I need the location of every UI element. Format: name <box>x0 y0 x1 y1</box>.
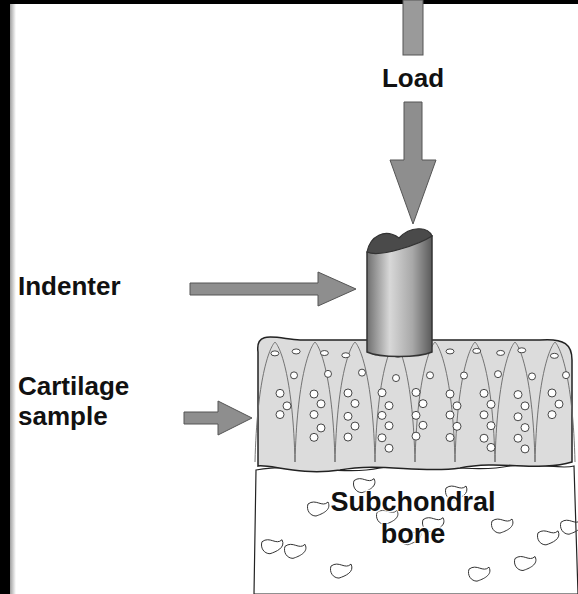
cell <box>310 390 318 398</box>
cell <box>480 389 488 397</box>
cell <box>317 424 325 432</box>
cell <box>393 375 400 382</box>
cell <box>548 389 556 397</box>
cell <box>276 389 284 397</box>
cell <box>446 390 454 398</box>
cartilage-arrow <box>184 401 252 435</box>
collagen-fibre <box>495 342 535 462</box>
cell <box>378 411 386 419</box>
cell <box>310 411 318 419</box>
part-label: Load <box>353 64 473 94</box>
cell <box>550 353 558 358</box>
cell <box>385 402 393 410</box>
cell <box>344 389 352 397</box>
collagen-fibre <box>455 342 495 462</box>
cell <box>514 391 522 399</box>
trabecula <box>468 567 489 581</box>
cell <box>351 399 359 407</box>
cell <box>271 351 279 356</box>
trabecula <box>330 564 351 578</box>
part-label: Indenter <box>18 272 188 302</box>
cell <box>283 402 291 410</box>
trabecula <box>491 519 512 533</box>
cell <box>310 433 318 441</box>
cell <box>446 349 454 354</box>
cell <box>344 433 352 441</box>
bone-region <box>254 465 578 594</box>
collagen-fibre <box>335 342 375 462</box>
cell <box>453 402 461 410</box>
cell <box>292 349 300 354</box>
cell <box>344 412 352 420</box>
cell <box>548 411 556 419</box>
cell <box>427 372 434 379</box>
cell <box>385 422 393 430</box>
load-bar <box>403 0 423 55</box>
collagen-fibre <box>255 342 295 462</box>
cell <box>359 369 366 376</box>
cell <box>521 445 529 453</box>
cell <box>412 432 420 440</box>
cell <box>521 424 529 432</box>
cell <box>342 353 350 358</box>
cell <box>320 351 328 356</box>
cell <box>555 400 563 408</box>
cell <box>521 402 529 410</box>
indenter-cylinder <box>367 229 432 357</box>
cell <box>419 421 427 429</box>
cell <box>419 400 427 408</box>
cell <box>529 373 536 380</box>
cell <box>514 434 522 442</box>
cell <box>518 348 526 353</box>
cell <box>351 422 359 430</box>
cell <box>497 350 505 355</box>
trabecula <box>307 502 328 516</box>
cell <box>378 434 386 442</box>
cell <box>325 370 332 377</box>
cartilage-block <box>255 337 575 472</box>
cell <box>480 411 488 419</box>
trabecula <box>537 531 558 545</box>
cell <box>378 389 386 397</box>
cell <box>487 400 495 408</box>
trabecula <box>261 540 282 554</box>
cell <box>487 443 495 451</box>
cell <box>563 372 570 379</box>
load-arrow <box>390 102 436 224</box>
cell <box>453 422 461 430</box>
node-text: Subchondral bone <box>308 486 518 551</box>
cell <box>412 388 420 396</box>
cell <box>487 422 495 430</box>
collagen-fibre <box>535 342 575 462</box>
cell <box>412 411 420 419</box>
cell <box>514 413 522 421</box>
cell <box>461 372 468 379</box>
cell <box>446 433 454 441</box>
cell <box>446 411 454 419</box>
cell <box>473 348 481 353</box>
trabecula <box>560 520 578 534</box>
edge-shade <box>0 0 16 594</box>
collagen-fibre <box>375 342 415 462</box>
indenter-arrow <box>190 272 356 306</box>
trabecula <box>514 557 535 571</box>
bone-label-box: Subchondral bone <box>308 486 518 551</box>
cell <box>317 400 325 408</box>
trabecula <box>284 544 305 558</box>
cell <box>385 444 393 452</box>
cell <box>495 371 502 378</box>
cell <box>291 372 298 379</box>
collagen-fibre <box>415 342 455 462</box>
part-label: Cartilage sample <box>18 372 168 432</box>
cell <box>276 411 284 419</box>
panel <box>10 4 578 594</box>
collagen-fibre <box>295 342 335 462</box>
cell <box>480 434 488 442</box>
